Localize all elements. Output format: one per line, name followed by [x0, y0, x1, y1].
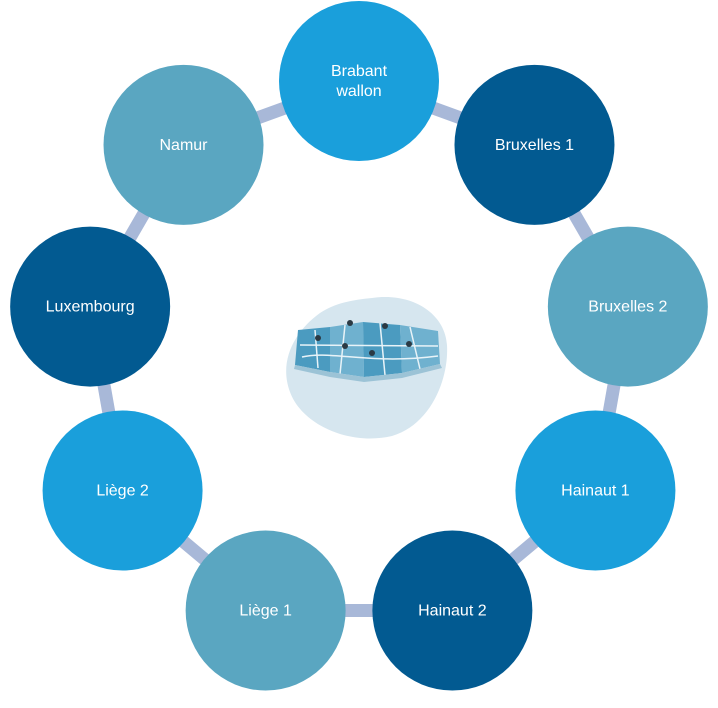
node-circle: [515, 410, 676, 571]
cycle-node: Liège 1: [185, 530, 346, 691]
node-label: Bruxelles 1: [495, 137, 574, 154]
cycle-node: Bruxelles 1: [454, 64, 615, 225]
connector: [176, 534, 212, 567]
node-circle: [279, 1, 439, 161]
node-circle: [185, 530, 346, 691]
node-label: Namur: [160, 137, 209, 154]
node-label: Hainaut 1: [561, 483, 630, 500]
cycle-node: Hainaut 2: [372, 530, 533, 691]
node-circle: [372, 530, 533, 691]
connector: [122, 207, 152, 245]
node-circle: [547, 226, 708, 387]
node-circle: [10, 226, 171, 387]
cycle-node: Namur: [103, 64, 264, 225]
cycle-node: Liège 2: [42, 410, 203, 571]
connector-group: [96, 100, 622, 618]
connector: [96, 380, 116, 417]
node-label: Bruxelles 2: [588, 299, 667, 316]
node-label: Brabant: [331, 63, 388, 80]
center-map-illustration: [286, 296, 448, 439]
connector: [602, 380, 622, 417]
cycle-node: Bruxelles 2: [547, 226, 708, 387]
connector: [428, 100, 466, 125]
node-circle: [42, 410, 203, 571]
node-label: wallon: [335, 83, 381, 100]
node-label: Liège 1: [239, 603, 292, 620]
cycle-node: Hainaut 1: [515, 410, 676, 571]
node-label: Hainaut 2: [418, 603, 487, 620]
cycle-node: Brabant wallon: [279, 1, 439, 161]
cycle-node: Luxembourg: [10, 226, 171, 387]
connector: [566, 207, 596, 245]
connector: [252, 100, 290, 125]
connector: [506, 534, 542, 567]
folded-map-icon: [294, 320, 442, 382]
node-circle: [103, 64, 264, 225]
node-label: Liège 2: [96, 483, 149, 500]
node-circle: [454, 64, 615, 225]
node-label: Luxembourg: [46, 299, 135, 316]
